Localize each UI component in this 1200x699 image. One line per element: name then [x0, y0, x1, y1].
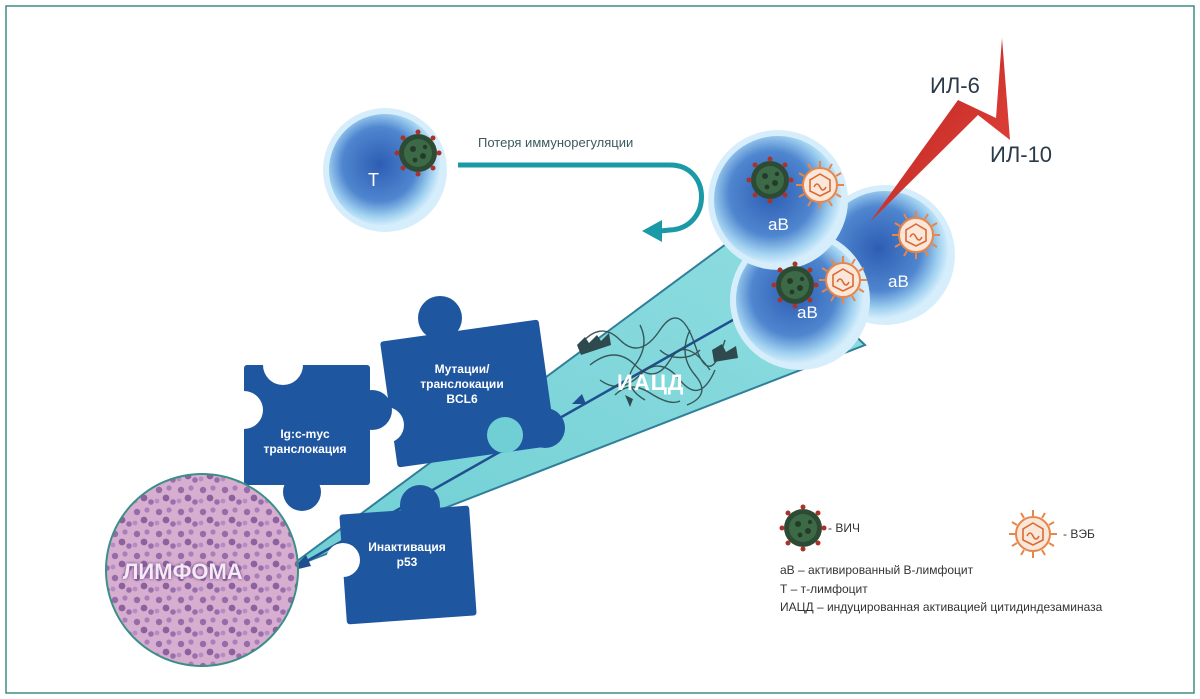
- il6-label: ИЛ-6: [930, 73, 980, 98]
- inactivation-line-1: Инактивация: [368, 540, 446, 554]
- legend-hiv-icon: [779, 504, 827, 552]
- aicda-label: ИАЦД: [617, 370, 685, 395]
- legend-hiv-text: - ВИЧ: [828, 521, 860, 535]
- outer-frame: [5, 5, 1195, 694]
- cytokine-lightning-bolt: [870, 38, 1010, 222]
- t-cell-label: Т: [368, 170, 379, 190]
- legend-line-t: Т – т-лимфоцит: [780, 582, 868, 596]
- il10-label: ИЛ-10: [990, 142, 1053, 167]
- legend-line-aicda: ИАЦД – индуцированная активацией цитидин…: [780, 600, 1103, 614]
- immunoregulation-arrow: [458, 162, 704, 234]
- puzzle-socket: [487, 417, 523, 453]
- legend-ebv-icon: [1008, 509, 1058, 559]
- immunoregulation-label: Потеря иммунорегуляции: [478, 135, 634, 150]
- b-cell-label-right: аВ: [888, 272, 909, 291]
- b-cell-label-top: аВ: [768, 215, 789, 234]
- mutations-line-1: Мутации/: [434, 362, 490, 376]
- inactivation-line-2: p53: [396, 555, 418, 569]
- aicda-protein-helices: [577, 333, 738, 407]
- t-cell: [323, 108, 447, 232]
- aicda-protein: [579, 317, 726, 406]
- hiv-virus-icon-b1: [746, 156, 794, 204]
- immunoregulation-arrow-head: [642, 220, 662, 242]
- legend-ebv-text: - ВЭБ: [1063, 527, 1095, 541]
- translocation-piece-text: Ig:c-myc транслокация: [250, 427, 360, 457]
- mutations-line-3: BCL6: [446, 392, 478, 406]
- arrow-tick: [572, 394, 586, 404]
- puzzle-piece-translocation: [225, 345, 392, 511]
- lymphoma-tissue: [105, 473, 299, 667]
- mutations-piece-text: Мутации/ транслокации BCL6: [392, 362, 532, 407]
- hiv-virus-icon: [394, 129, 442, 177]
- translocation-line-2: транслокация: [263, 442, 347, 456]
- b-cell-label-lower: аВ: [797, 303, 818, 322]
- legend-line-ab: аВ – активированный В-лимфоцит: [780, 563, 974, 577]
- puzzle-piece-inactivation: [326, 485, 477, 625]
- hiv-virus-icon-b2: [771, 261, 819, 309]
- translocation-line-1: Ig:c-myc: [280, 427, 330, 441]
- lymphoma-label: ЛИМФОМА: [123, 559, 243, 584]
- inactivation-piece-text: Инактивация p53: [352, 540, 462, 570]
- mutations-line-2: транслокации: [420, 377, 504, 391]
